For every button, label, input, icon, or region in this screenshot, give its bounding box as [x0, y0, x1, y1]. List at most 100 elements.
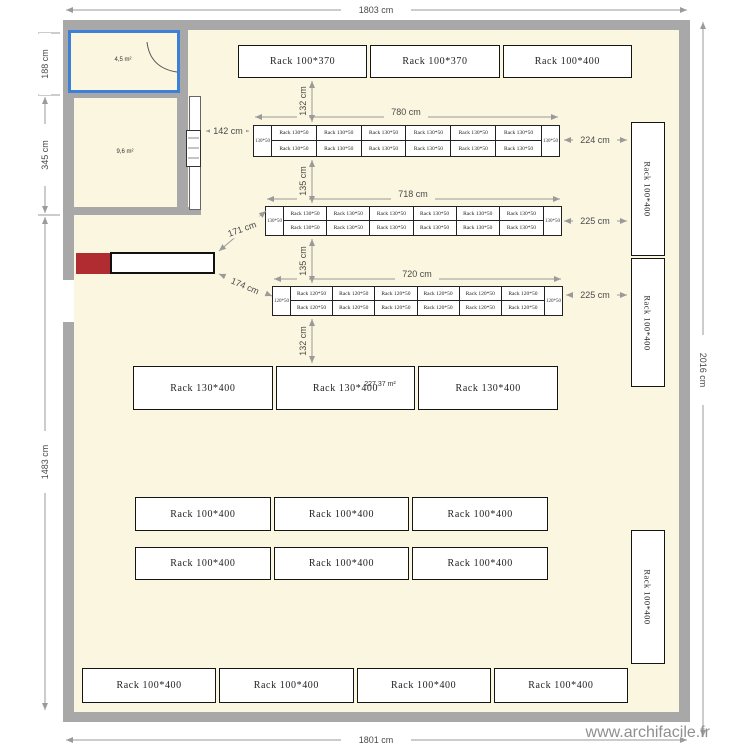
rack[interactable]: Rack 130*400: [275, 366, 416, 410]
rack[interactable]: Rack 100*400: [493, 668, 628, 703]
rack[interactable]: Rack 130*400: [418, 366, 559, 410]
rack[interactable]: Rack 130*50: [406, 141, 452, 156]
rack[interactable]: Rack 130*50: [284, 207, 328, 221]
rack[interactable]: Rack 130*50: [370, 221, 414, 235]
room2-area-label: 9,6 m²: [116, 149, 134, 155]
rack[interactable]: Rack 100*400: [412, 547, 549, 580]
dim-gap-a: 132 cm: [297, 79, 309, 123]
rack[interactable]: Rack 120*50: [508, 305, 538, 311]
red-block[interactable]: [76, 253, 110, 274]
dim-left-top: 188 cm: [39, 33, 51, 95]
dim-row-b-width: 718 cm: [391, 188, 435, 200]
rack[interactable]: Rack 130*50: [316, 126, 362, 141]
dim-right-row-b: 225 cm: [573, 215, 617, 227]
wall-rooms-vertical: [177, 30, 188, 215]
rack[interactable]: Rack 130*50: [451, 141, 497, 156]
rack[interactable]: Rack 120*50: [291, 301, 334, 315]
wall-rooms-bottom: [63, 207, 201, 215]
rack-end-cap[interactable]: 130*50: [254, 126, 272, 156]
rack-end-cap[interactable]: 120*50: [273, 287, 291, 315]
rack[interactable]: Rack 100*400: [631, 122, 665, 256]
dim-gap-d: 132 cm: [297, 319, 309, 363]
rack[interactable]: Rack 130*50: [414, 221, 457, 235]
rack[interactable]: Rack 130*50: [457, 221, 500, 235]
rack[interactable]: Rack 130*50: [451, 126, 497, 141]
rack[interactable]: Rack 120*50: [418, 301, 460, 315]
rack[interactable]: Rack 130*400: [133, 366, 273, 410]
rack[interactable]: Rack 100*400: [135, 547, 271, 580]
rack-label: Rack 100*400: [643, 161, 653, 217]
room-2[interactable]: [74, 98, 177, 207]
rack[interactable]: Rack 130*50: [496, 126, 541, 141]
rack[interactable]: Rack 100*400: [219, 668, 354, 703]
dim-row-a-width: 780 cm: [384, 106, 428, 118]
rack[interactable]: Rack 130*50: [362, 141, 407, 156]
watermark[interactable]: www.archifacile.fr: [585, 724, 710, 741]
wall-left-opening: [63, 280, 74, 322]
rack[interactable]: Rack 130*50: [317, 141, 362, 156]
rack[interactable]: Rack 130*50: [413, 207, 457, 221]
rack[interactable]: Rack 130*50: [503, 145, 534, 152]
rack[interactable]: Rack 100*400: [135, 497, 271, 531]
rack[interactable]: Rack 100*400: [273, 497, 410, 531]
rack[interactable]: Rack 120*50: [375, 287, 418, 301]
main-area-label: 227,37 m²: [364, 381, 396, 388]
rack[interactable]: Rack 100*400: [412, 497, 549, 531]
rack[interactable]: Rack 130*50: [499, 207, 543, 221]
rack[interactable]: Rack 130*50: [456, 207, 500, 221]
rack-end-cap[interactable]: 130*50: [541, 126, 559, 156]
rack[interactable]: Rack 120*50: [291, 287, 334, 301]
rack[interactable]: Rack 130*50: [361, 126, 407, 141]
rack[interactable]: Rack 120*50: [333, 287, 376, 301]
rack[interactable]: Rack 130*50: [272, 126, 317, 141]
rack[interactable]: Rack 100*370: [238, 45, 368, 78]
rack[interactable]: Rack 120*50: [417, 287, 460, 301]
rack[interactable]: Rack 100*370: [370, 45, 500, 78]
wall-rooms-divider: [63, 89, 188, 98]
rack[interactable]: Rack 120*50: [333, 301, 376, 315]
rack[interactable]: Rack 100*400: [631, 530, 665, 664]
wall-right: [679, 20, 690, 722]
rack[interactable]: Rack 120*50: [501, 287, 544, 301]
wall-top: [63, 20, 690, 30]
rack[interactable]: Rack 100*400: [82, 668, 217, 703]
dim-gap-b: 135 cm: [297, 159, 309, 203]
rack[interactable]: Rack 130*50: [284, 221, 328, 235]
dim-right-row-a: 224 cm: [573, 134, 617, 146]
rack[interactable]: Rack 120*50: [375, 301, 418, 315]
rack[interactable]: Rack 100*400: [356, 668, 491, 703]
rack-end-cap[interactable]: 120*50: [544, 287, 562, 315]
rack[interactable]: Rack 100*400: [502, 45, 632, 78]
rack[interactable]: Rack 130*50: [272, 141, 317, 156]
rack[interactable]: Rack 130*50: [327, 207, 371, 221]
rack[interactable]: Rack 130*50: [506, 225, 536, 231]
rack-end-cap[interactable]: 130*50: [543, 207, 561, 235]
dim-gap-c: 135 cm: [297, 239, 309, 283]
rack[interactable]: Rack 130*50: [406, 126, 452, 141]
rack-end-cap[interactable]: 130*50: [266, 207, 284, 235]
dim-right: 2016 cm: [697, 335, 709, 405]
rack[interactable]: Rack 100*400: [631, 258, 665, 387]
room1-area-label: 4,5 m²: [114, 57, 132, 63]
rack[interactable]: Rack 130*50: [370, 207, 414, 221]
rack[interactable]: Rack 130*50: [327, 221, 371, 235]
wall-bottom: [63, 712, 690, 722]
white-counter[interactable]: [110, 252, 215, 274]
rack[interactable]: Rack 100*400: [273, 547, 410, 580]
rack[interactable]: Rack 120*50: [460, 301, 502, 315]
wall-fixture[interactable]: [186, 130, 201, 167]
dim-row-c-width: 720 cm: [395, 268, 439, 280]
rack[interactable]: Rack 120*50: [459, 287, 502, 301]
dim-right-row-c: 225 cm: [573, 289, 617, 301]
